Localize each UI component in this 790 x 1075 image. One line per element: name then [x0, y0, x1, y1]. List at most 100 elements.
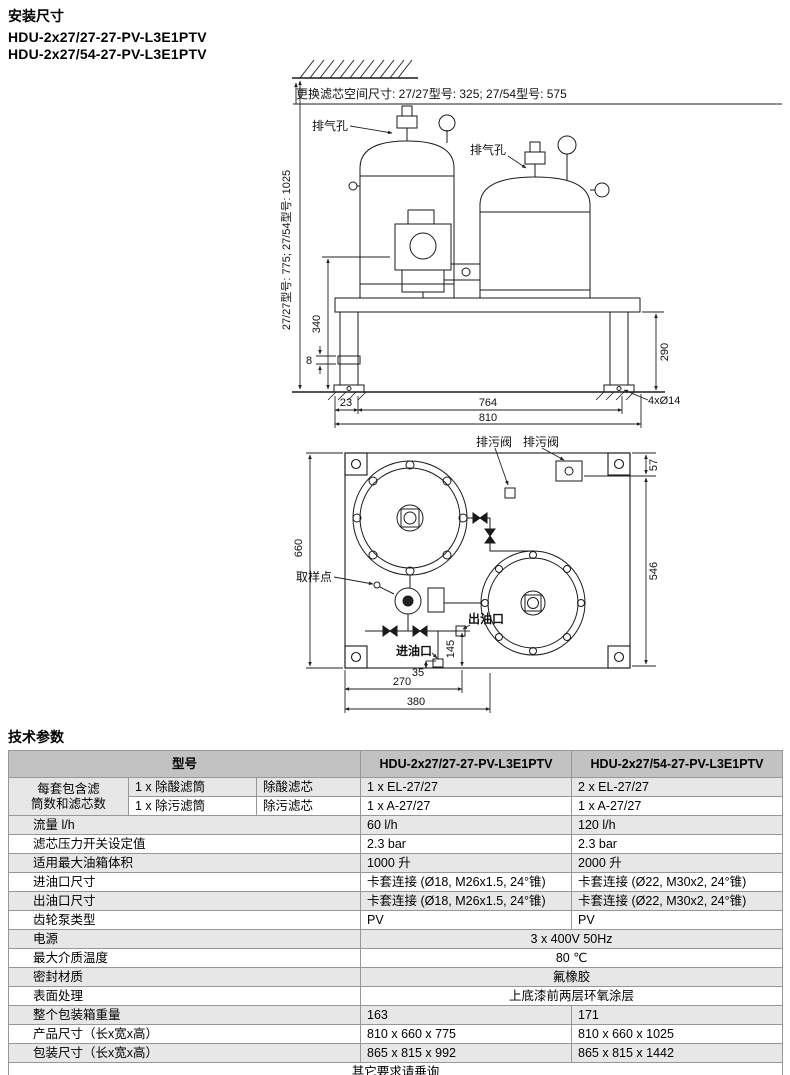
filter-group-label-cell: 每套包含滤 筒数和滤芯数 — [8, 777, 129, 816]
pump-motor-assembly — [394, 209, 480, 298]
dim-35-label: 35 — [412, 667, 424, 679]
dim-380-label: 380 — [407, 696, 425, 708]
spec-label-cell: 表面处理 — [7, 986, 362, 1006]
filter-housing-right — [479, 135, 610, 299]
spec-label-cell: 包装尺寸（长x宽x高） — [7, 1043, 362, 1063]
dim-270-label: 270 — [393, 676, 411, 688]
front-view-drawing: 更换滤芯空间尺寸: 27/27型号: 325; 27/54型号: 575 27/… — [280, 59, 782, 428]
value-cell: 卡套连接 (Ø18, M26x1.5, 24°锥) — [360, 872, 573, 892]
value-cell: 2.3 bar — [360, 834, 573, 854]
spec-table: 型号 HDU-2x27/27-27-PV-L3E1PTV HDU-2x27/54… — [7, 750, 784, 1075]
spec-row-acid-filter: 每套包含滤 筒数和滤芯数 1 x 除酸滤筒 除酸滤芯 1 x EL-27/27 … — [8, 777, 784, 816]
ceiling-hatch — [292, 59, 418, 79]
dim-23-label: 23 — [340, 397, 352, 409]
spec-label-cell: 流量 l/h — [7, 815, 362, 835]
filter-housing-top-right — [480, 550, 586, 656]
spec-row-product-size: 产品尺寸（长x宽x高） 810 x 660 x 775 810 x 660 x … — [7, 1024, 784, 1044]
merged-value-cell: 3 x 400V 50Hz — [360, 929, 784, 949]
element-cell: 除污滤芯 — [255, 796, 362, 816]
value-cell: 171 — [571, 1005, 784, 1025]
value-cell: 163 — [360, 1005, 573, 1025]
dim-660-label: 660 — [293, 539, 305, 557]
vent-label-right: 排气孔 — [470, 142, 506, 157]
spec-row-max-temperature: 最大介质温度 80 ℃ — [7, 948, 784, 968]
spec-label-cell: 适用最大油箱体积 — [7, 853, 362, 873]
spec-row-package-weight: 整个包装箱重量 163 171 — [7, 1005, 784, 1025]
value-cell: 卡套连接 (Ø22, M30x2, 24°锥) — [571, 872, 784, 892]
value-cell: 810 x 660 x 1025 — [571, 1024, 784, 1044]
filter-group-label-line1: 每套包含滤 — [37, 781, 100, 796]
spec-row-pump-type: 齿轮泵类型 PV PV — [7, 910, 784, 930]
value-cell: 1 x A-27/27 — [571, 796, 784, 816]
value-cell: 卡套连接 (Ø18, M26x1.5, 24°锥) — [360, 891, 573, 911]
value-cell: 810 x 660 x 775 — [360, 1024, 573, 1044]
spec-row-dirt-filter: 1 x 除污滤筒 除污滤芯 1 x A-27/27 1 x A-27/27 — [9, 796, 784, 816]
value-cell: 865 x 815 x 1442 — [571, 1043, 784, 1063]
value-cell: 2000 升 — [571, 853, 784, 873]
vent-label-left: 排气孔 — [312, 118, 348, 133]
sampling-point-label: 取样点 — [296, 569, 332, 584]
spec-label-cell: 出油口尺寸 — [7, 891, 362, 911]
value-cell: PV — [571, 910, 784, 930]
merged-value-cell: 80 ℃ — [360, 948, 784, 968]
dim-145-label: 145 — [445, 640, 457, 658]
clearance-note: 更换滤芯空间尺寸: 27/27型号: 325; 27/54型号: 575 — [296, 87, 567, 101]
spec-header-row: 型号 HDU-2x27/27-27-PV-L3E1PTV HDU-2x27/54… — [7, 750, 784, 778]
spec-row-flow-rate: 流量 l/h 60 l/h 120 l/h — [7, 815, 784, 835]
dim-764-label: 764 — [479, 397, 497, 409]
dim-8-label: 8 — [306, 355, 312, 367]
element-cell: 除酸滤芯 — [255, 777, 362, 797]
spec-footer-row: 其它要求请垂询 — [7, 1062, 784, 1075]
value-cell: 1 x EL-27/27 — [360, 777, 573, 797]
value-cell: 卡套连接 (Ø22, M30x2, 24°锥) — [571, 891, 784, 911]
value-cell: 60 l/h — [360, 815, 573, 835]
overall-height-dim-label: 27/27型号: 775; 27/54型号: 1025 — [280, 170, 293, 330]
front-view-dimension-lines — [293, 80, 782, 428]
spec-row-tank-volume: 适用最大油箱体积 1000 升 2000 升 — [7, 853, 784, 873]
housing-cell: 1 x 除污滤筒 — [128, 796, 257, 816]
value-cell: 1000 升 — [360, 853, 573, 873]
spec-label-cell: 最大介质温度 — [7, 948, 362, 968]
value-cell: 1 x A-27/27 — [360, 796, 573, 816]
dim-290-label: 290 — [659, 343, 671, 361]
drain-valve-label-1: 排污阀 — [476, 435, 512, 449]
filter-housing-top-left — [352, 460, 468, 576]
spec-row-inlet-size: 进油口尺寸 卡套连接 (Ø18, M26x1.5, 24°锥) 卡套连接 (Ø2… — [7, 872, 784, 892]
spec-label-cell: 密封材质 — [7, 967, 362, 987]
spec-row-surface-treatment: 表面处理 上底漆前两层环氧涂层 — [7, 986, 784, 1006]
model-number-1: HDU-2x27/27-27-PV-L3E1PTV — [8, 29, 207, 45]
col-header-variant1: HDU-2x27/27-27-PV-L3E1PTV — [360, 750, 573, 778]
foot-holes-label: 4xØ14 — [648, 395, 680, 407]
spec-label-cell: 进油口尺寸 — [7, 872, 362, 892]
col-header-model: 型号 — [7, 750, 362, 778]
col-header-variant2: HDU-2x27/54-27-PV-L3E1PTV — [571, 750, 784, 778]
top-view-dimension-lines — [306, 447, 656, 713]
base-frame — [333, 297, 641, 393]
spec-row-outlet-size: 出油口尺寸 卡套连接 (Ø18, M26x1.5, 24°锥) 卡套连接 (Ø2… — [7, 891, 784, 911]
page-title: 安装尺寸 — [8, 8, 64, 24]
inlet-label: 进油口 — [396, 643, 432, 658]
header-block: 安装尺寸 HDU-2x27/27-27-PV-L3E1PTV HDU-2x27/… — [8, 6, 207, 63]
spec-row-seal-material: 密封材质 氟橡胶 — [7, 967, 784, 987]
filter-group-label-line2: 筒数和滤芯数 — [30, 796, 106, 811]
spec-label-cell: 产品尺寸（长x宽x高） — [7, 1024, 362, 1044]
top-view-drawing: 排污阀 排污阀 取样点 出油口 进油口 57 546 660 145 35 27… — [293, 435, 660, 713]
value-cell: 865 x 815 x 992 — [360, 1043, 573, 1063]
value-cell: 120 l/h — [571, 815, 784, 835]
dim-810-label: 810 — [479, 412, 497, 424]
spec-label-cell: 整个包装箱重量 — [7, 1005, 362, 1025]
drain-valve-label-2: 排污阀 — [523, 435, 559, 449]
footer-note-cell: 其它要求请垂询 — [7, 1062, 784, 1075]
merged-value-cell: 氟橡胶 — [360, 967, 784, 987]
value-cell: PV — [360, 910, 573, 930]
model-number-2: HDU-2x27/54-27-PV-L3E1PTV — [8, 46, 207, 62]
outlet-label: 出油口 — [468, 611, 504, 626]
spec-label-cell: 滤芯压力开关设定值 — [7, 834, 362, 854]
spec-row-package-size: 包装尺寸（长x宽x高） 865 x 815 x 992 865 x 815 x … — [7, 1043, 784, 1063]
housing-cell: 1 x 除酸滤筒 — [128, 777, 257, 797]
dim-546-label: 546 — [648, 562, 660, 580]
piping-and-valves — [365, 460, 583, 668]
value-cell: 2.3 bar — [571, 834, 784, 854]
merged-value-cell: 上底漆前两层环氧涂层 — [360, 986, 784, 1006]
